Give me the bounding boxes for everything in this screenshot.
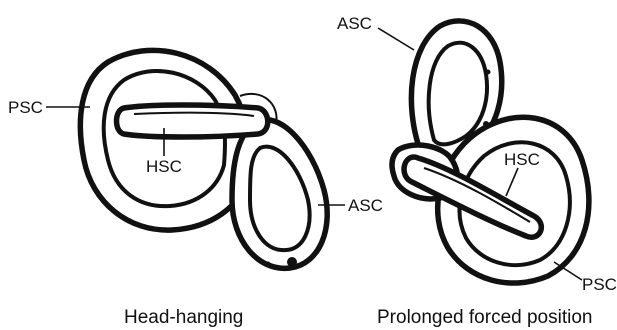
- left-caption: Head-hanging: [124, 308, 243, 327]
- right-hsc-label: HSC: [504, 151, 540, 168]
- left-asc-label: ASC: [348, 197, 383, 214]
- right-psc-label: PSC: [582, 276, 617, 293]
- right-caption: Prolonged forced position: [377, 308, 592, 327]
- left-hsc-canal: [117, 105, 268, 137]
- right-canal-drawing: [392, 21, 589, 283]
- right-asc-label: ASC: [337, 15, 372, 32]
- right-speck-2: [486, 70, 491, 75]
- right-asc-leader: [378, 28, 414, 50]
- left-speck-2: [266, 262, 271, 267]
- left-canal-drawing: [80, 50, 327, 268]
- left-hsc-label: HSC: [146, 158, 182, 175]
- left-speck: [287, 257, 297, 267]
- right-speck: [483, 121, 489, 127]
- left-psc-label: PSC: [8, 99, 43, 116]
